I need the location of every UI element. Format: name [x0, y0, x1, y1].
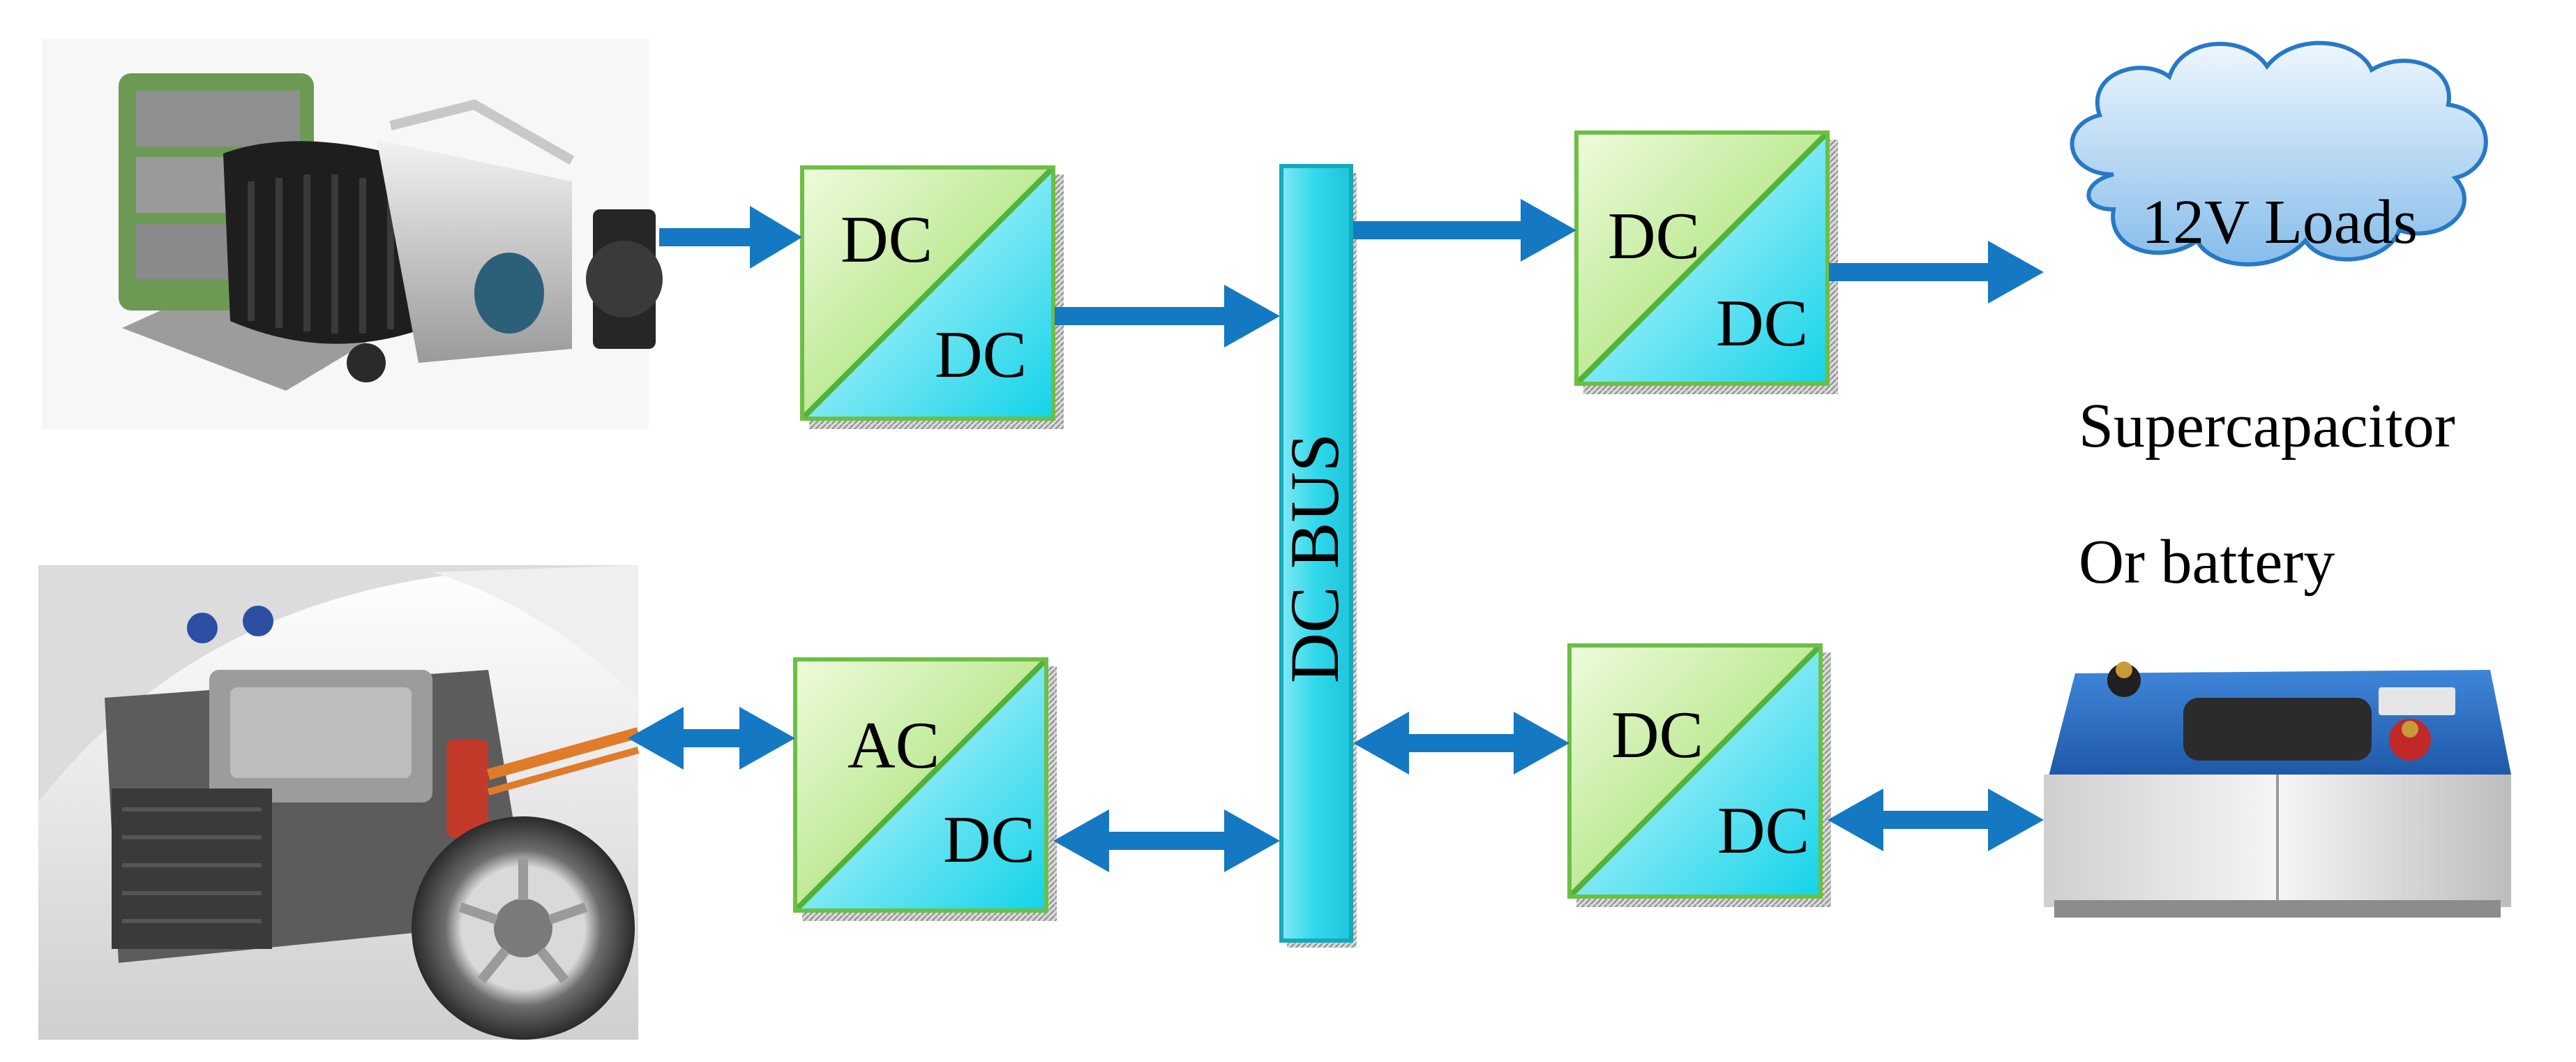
load-dc-dc-converter: DC DC: [1574, 130, 1838, 394]
storage-dc-dc-converter: DC DC: [1567, 643, 1831, 907]
load-converter-output: DC: [1716, 286, 1808, 360]
storage-converter-output: DC: [1717, 793, 1809, 867]
motor-converter-input: AC: [848, 708, 940, 782]
fuel-cell-converter-input: DC: [841, 202, 933, 276]
storage-converter-input: DC: [1611, 698, 1703, 772]
arrow-storage-converter-to-battery-bidirectional: [1828, 788, 2044, 851]
arrow-converter-to-bus: [1055, 285, 1280, 347]
loads-label: 12V Loads: [2141, 188, 2418, 257]
fuel-cell-dc-dc-converter: DC DC: [800, 165, 1064, 429]
arrow-fuel-cell-to-converter: [659, 206, 802, 269]
supercapacitor-battery-image: [2044, 661, 2511, 918]
arrow-bus-to-storage-converter-bidirectional: [1353, 712, 1569, 775]
storage-label-line1: Supercapacitor: [2079, 391, 2455, 461]
motor-converter-output: DC: [943, 802, 1035, 876]
dc-bus: DC BUS: [1276, 164, 1357, 948]
arrow-bus-to-load-converter: [1353, 199, 1576, 262]
arrow-motor-converter-bidirectional: [628, 707, 795, 770]
loads-cloud: 12V Loads: [2070, 40, 2488, 267]
arrow-motor-converter-to-bus-bidirectional: [1053, 809, 1280, 872]
fuel-cell-converter-output: DC: [935, 317, 1027, 391]
load-converter-input: DC: [1608, 199, 1700, 273]
dc-bus-label: DC BUS: [1276, 433, 1353, 683]
motor-ac-dc-converter: AC DC: [793, 657, 1057, 921]
flow-arrows: [628, 199, 2044, 872]
arrow-converter-to-loads: [1829, 241, 2044, 304]
electric-vehicle-powertrain-image: [38, 565, 640, 1040]
fuel-cell-stack-image: [42, 38, 663, 429]
storage-label-line2: Or battery: [2079, 528, 2335, 597]
